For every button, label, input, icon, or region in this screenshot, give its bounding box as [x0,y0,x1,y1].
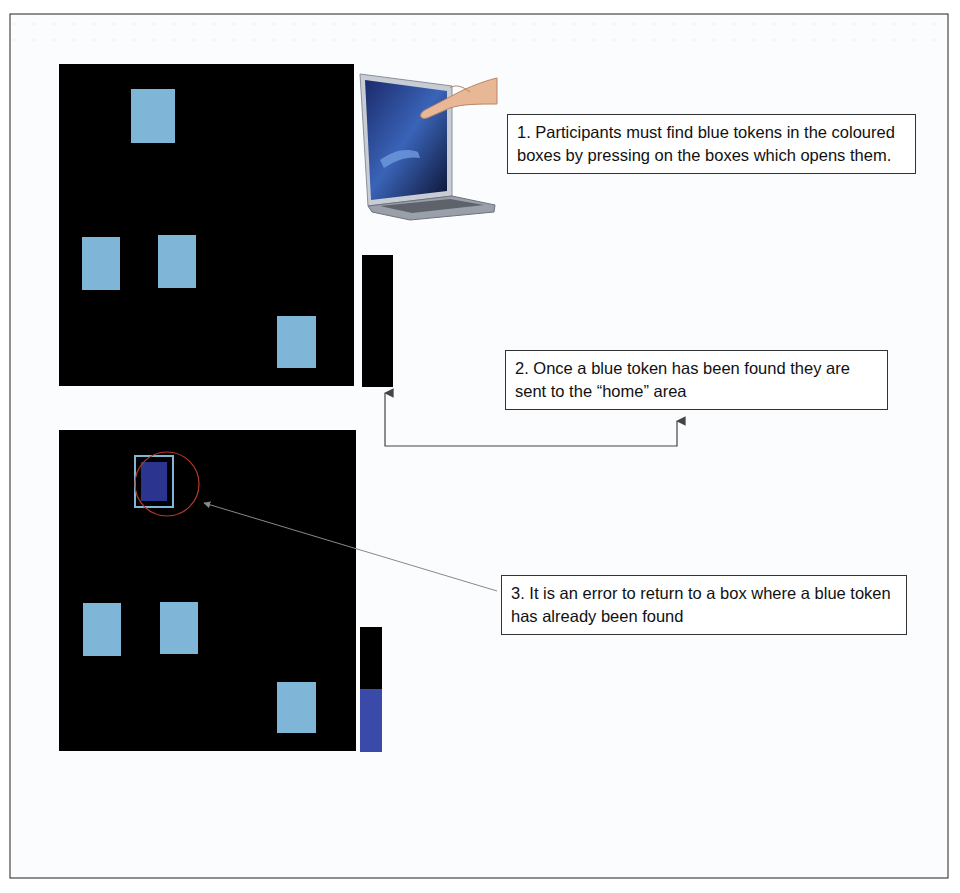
frame [10,14,948,878]
box [83,603,121,656]
laptop-icon [360,74,497,220]
highlight-circle [135,452,199,516]
search-grid [59,430,356,751]
home-bar-fill [360,689,382,752]
box [82,237,120,290]
callout-box: 1. Participants must find blue tokens in… [507,114,916,174]
leader-line [204,503,497,591]
callout-box: 2. Once a blue token has been found they… [505,350,888,410]
home-bar [362,255,393,387]
callout-text: 3. It is an error to return to a box whe… [511,582,897,628]
callout-text: 2. Once a blue token has been found they… [515,357,878,403]
box [131,89,175,143]
callout-text: 1. Participants must find blue tokens in… [517,121,906,167]
box [158,235,196,288]
opened-box [135,456,173,507]
home-bar [360,627,382,752]
search-grid [59,64,354,386]
callout-box: 3. It is an error to return to a box whe… [501,575,907,635]
box [277,682,316,733]
box [277,316,316,368]
box [160,602,198,654]
background-stripes [11,24,947,40]
blue-token [141,462,167,501]
